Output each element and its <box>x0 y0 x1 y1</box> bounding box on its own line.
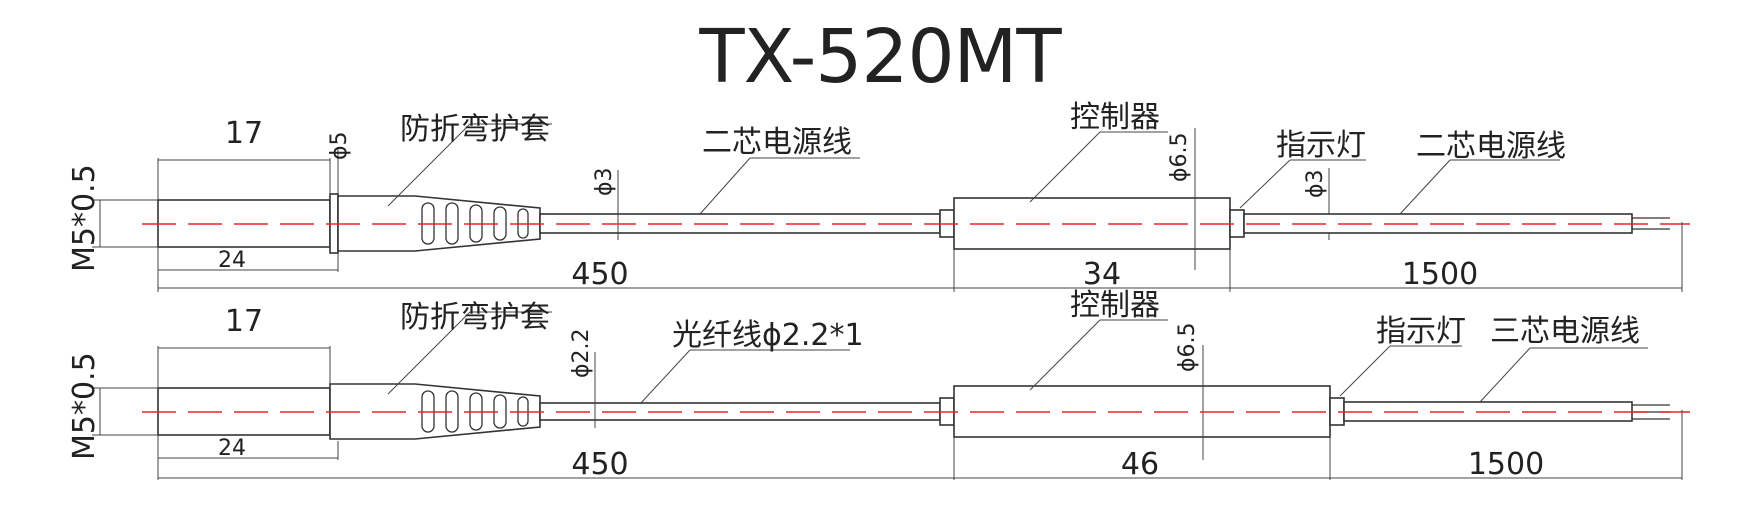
dim-24: 24 <box>218 436 246 461</box>
cable2-leader <box>1399 159 1451 215</box>
label-sleeve: 防折弯护套 <box>400 112 550 147</box>
phi-cable2: ϕ3 <box>1303 169 1328 198</box>
dim-46: 46 <box>1121 447 1159 482</box>
label-cable: 二芯电源线 <box>702 125 852 160</box>
controller-leader <box>1029 131 1101 203</box>
label-cable2: 二芯电源线 <box>1416 129 1566 164</box>
label-cable2: 三芯电源线 <box>1490 314 1640 349</box>
dim-1500: 1500 <box>1402 257 1478 292</box>
label-controller: 控制器 <box>1070 100 1160 135</box>
cable2-leader <box>1479 347 1531 403</box>
dim-450: 450 <box>571 447 628 482</box>
label-cable: 光纤线ϕ2.2*1 <box>672 318 864 353</box>
phi-cable: ϕ2.2 <box>569 329 594 379</box>
dim-17: 17 <box>225 116 263 151</box>
indicator-leader <box>1239 159 1291 209</box>
drawing-title: TX-520MT <box>699 14 1061 100</box>
sleeve-leader <box>387 123 471 207</box>
phi-controller: ϕ6.5 <box>1167 133 1192 183</box>
dim-34: 34 <box>1083 257 1121 292</box>
dim-17: 17 <box>225 304 263 339</box>
dim-1500: 1500 <box>1468 447 1544 482</box>
phi-head: ϕ5 <box>327 131 352 160</box>
label-indicator: 指示灯 <box>1376 314 1466 349</box>
controller-leader <box>1029 319 1101 391</box>
sleeve-leader <box>387 311 471 395</box>
label-sleeve: 防折弯护套 <box>400 300 550 335</box>
cable-leader <box>639 349 691 405</box>
dim-24: 24 <box>218 248 246 273</box>
diagram-2: M5*0.5 17 24 防折弯护套 ϕ2.2 光纤线ϕ2.2*1 <box>67 288 1690 482</box>
label-controller: 控制器 <box>1070 288 1160 323</box>
phi-controller: ϕ6.5 <box>1175 323 1200 373</box>
thread-label: M5*0.5 <box>67 164 102 272</box>
dim-450: 450 <box>571 257 628 292</box>
phi-cable: ϕ3 <box>592 167 617 196</box>
diagram-1: M5*0.5 17 ϕ5 24 防折弯护套 ϕ3 <box>67 100 1690 292</box>
label-indicator: 指示灯 <box>1276 128 1366 163</box>
cable-leader <box>699 157 751 215</box>
indicator-leader <box>1339 345 1391 397</box>
thread-label: M5*0.5 <box>67 352 102 460</box>
